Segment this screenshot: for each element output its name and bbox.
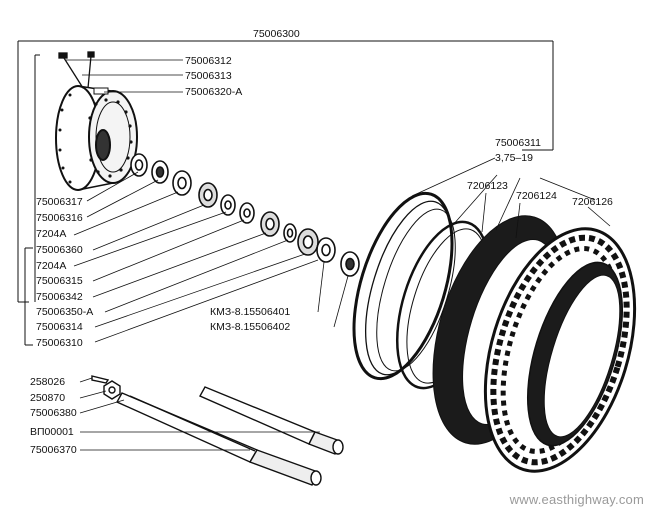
assembly-bracket [17, 40, 554, 346]
callout-label: 75006317 [36, 196, 83, 208]
callout-label: 75006380 [30, 407, 77, 419]
callout-label: 75006310 [36, 337, 83, 349]
callout-label: 7206126 [572, 196, 613, 208]
callout-label: 75006320-А [185, 86, 243, 98]
bearings-and-spacers [130, 153, 360, 277]
callout-label: 75006313 [185, 70, 232, 82]
callout-label: КМЗ-8.15506402 [210, 321, 291, 333]
callout-label: КМЗ-8.15506401 [210, 306, 291, 318]
assembly-number: 75006300 [253, 28, 300, 40]
callout-label: 75006370 [30, 444, 77, 456]
callout-label: 258026 [30, 376, 66, 388]
callout-label: 75006314 [36, 321, 83, 333]
axle-spacer [199, 386, 344, 455]
leader-lines [66, 59, 611, 451]
callout-label: 75006342 [36, 291, 83, 303]
cotter-pin-and-nut [91, 375, 121, 400]
callout-label: 7204А [36, 260, 67, 272]
callout-label: 7206124 [516, 190, 557, 202]
callout-label: 3,75–19 [495, 152, 533, 164]
callout-label: 75006315 [36, 275, 83, 287]
callout-label: 75006316 [36, 212, 83, 224]
watermark: www.easthighway.com [509, 492, 644, 507]
hub-body [55, 85, 138, 191]
callout-label: 7206123 [467, 180, 508, 192]
callout-label: ВП00001 [30, 426, 74, 438]
callout-label: 75006350-А [36, 306, 94, 318]
callout-label: 250870 [30, 392, 66, 404]
tyre [483, 227, 637, 473]
spoke-and-nipple [58, 51, 95, 89]
wheel-axle [116, 392, 322, 486]
callout-label: 75006360 [36, 244, 83, 256]
callout-label: 7204А [36, 228, 67, 240]
callout-label: 75006312 [185, 55, 232, 67]
callout-label: 75006311 [495, 137, 541, 149]
